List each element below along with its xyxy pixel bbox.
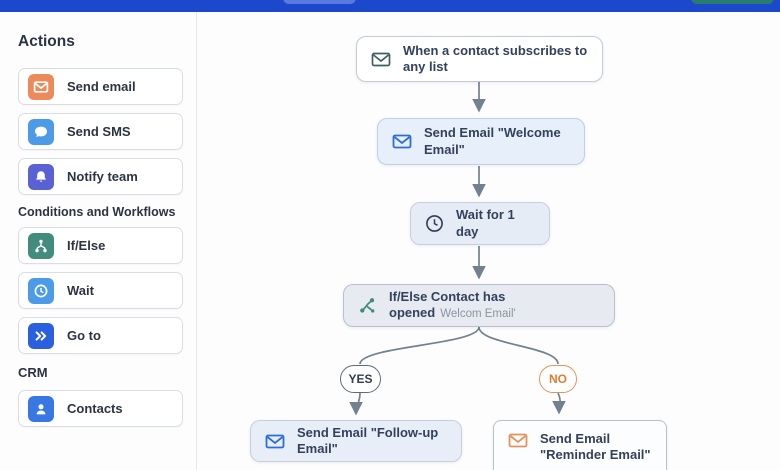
envelope-icon [265,433,285,450]
save-button-right[interactable]: Save [629,0,675,4]
person-icon [28,395,54,422]
sidebar-heading-actions: Actions [18,33,75,50]
bell-icon [28,163,54,190]
sidebar-heading-crm: CRM [18,365,48,380]
sidebar-item-label: Wait [67,283,94,298]
envelope-icon [508,432,528,449]
sidebar-item-notify-team[interactable]: Notify team [18,158,183,195]
top-navigation-bar: ActiveCampaign❯ Automations Save Save Pu… [0,0,780,12]
email-icon [28,73,54,100]
node-wait-1-day[interactable]: Wait for 1 day [410,202,550,245]
node-label: Wait for 1 day [456,207,515,239]
node-label-detail: Welcom Email' [440,308,516,321]
sidebar-item-label: Notify team [67,169,138,184]
sidebar-item-if-else[interactable]: If/Else [18,227,183,264]
save-button-center[interactable]: Save [283,0,356,4]
envelope-icon [392,133,412,150]
node-label: Send Email "Reminder Email" [540,431,651,463]
sidebar-item-label: Go to [67,328,101,343]
actions-sidebar: Actions Send email Send SMS Notify team … [0,12,197,470]
sidebar-item-contacts[interactable]: Contacts [18,390,183,427]
node-send-welcome-email[interactable]: Send Email "Welcome Email" [377,118,585,165]
sidebar-item-send-sms[interactable]: Send SMS [18,113,183,150]
branch-yes-badge[interactable]: YES [340,365,381,393]
clock-icon [425,214,444,233]
sidebar-item-label: Contacts [67,401,123,416]
node-label: Send Email "Follow-up Email" [297,424,439,456]
sidebar-item-label: If/Else [67,238,106,253]
sidebar-item-label: Send email [67,79,136,94]
envelope-icon [371,51,391,68]
node-label: When a contact subscribes to any list [403,42,588,74]
node-label: Send Email "Welcome Email" [424,125,561,157]
branch-no-badge[interactable]: NO [539,365,577,393]
clock-icon [28,277,54,304]
node-send-reminder-email[interactable]: Send Email "Reminder Email" [493,420,667,470]
node-send-followup-email[interactable]: Send Email "Follow-up Email" [250,420,462,462]
sidebar-item-wait[interactable]: Wait [18,272,183,309]
sidebar-item-go-to[interactable]: Go to [18,317,183,354]
branch-icon [358,296,377,315]
publish-button[interactable]: Publish [691,0,774,4]
chat-icon [28,118,54,145]
sidebar-item-send-email[interactable]: Send email [18,68,183,105]
goto-icon [28,322,54,349]
sidebar-item-label: Send SMS [67,124,131,139]
branch-icon [28,232,54,259]
sidebar-heading-conditions: Conditions and Workflows [18,205,176,219]
node-trigger-subscribe[interactable]: When a contact subscribes to any list [356,36,603,82]
